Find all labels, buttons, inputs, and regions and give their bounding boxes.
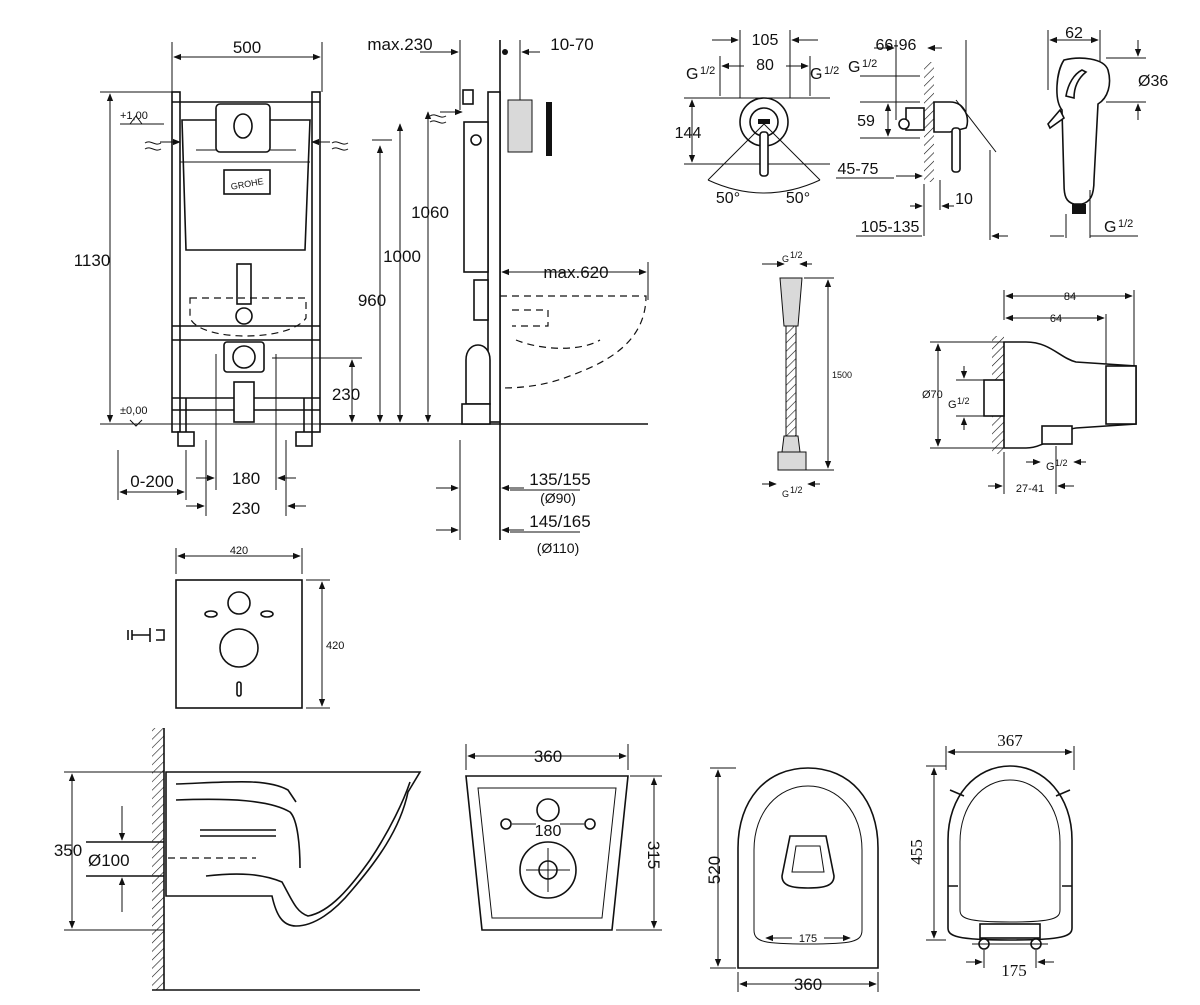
mixer-thread-left-fraction: 1/2 [700, 65, 715, 77]
mixer-height-label: 144 [675, 125, 702, 142]
installation-frame-front-view: 500 1130 +1,00 ±0,00 GROHE [74, 38, 349, 518]
hose-thread-top-fraction: 1/2 [790, 250, 803, 260]
bowl-side-diameter-label: Ø100 [88, 851, 130, 870]
plus-level-label: +1,00 [120, 110, 148, 122]
elbow-range-label: 27-41 [1016, 483, 1044, 495]
elbow-thread-bottom-label: G [1046, 461, 1055, 473]
seat-width-label: 367 [997, 731, 1023, 750]
dim-a-label: 135/155 [529, 470, 590, 489]
mixer-side-thread-fraction: 1/2 [862, 58, 877, 70]
bowl-back-height-label: 315 [644, 841, 663, 869]
height-230-label: 230 [332, 385, 360, 404]
seat-spacing-label: 175 [1001, 961, 1027, 980]
bowl-top-spacing-label: 175 [799, 933, 817, 945]
height-1060-label: 1060 [411, 203, 449, 222]
height-1000-label: 1000 [383, 247, 421, 266]
toilet-bowl-top-view: 175 520 360 [705, 767, 879, 994]
max-projection-label: max.620 [543, 263, 608, 282]
elbow-thread-bottom-fraction: 1/2 [1055, 458, 1068, 468]
mixer-side-depth-label: 10 [955, 191, 973, 208]
bowl-back-spacing-label: 180 [535, 823, 562, 840]
installation-frame-side-view: max.230 10-70 960 1000 1060 230 [100, 35, 649, 556]
mixer-width-80-label: 80 [756, 57, 774, 74]
elbow-width-84-label: 84 [1064, 291, 1076, 303]
dim-a-pipe-label: (Ø90) [540, 490, 576, 506]
elbow-width-64-label: 64 [1050, 313, 1062, 325]
hygienic-shower-head: 62 Ø36 G 1/2 [1047, 25, 1168, 238]
mixer-side-height-label: 59 [857, 113, 875, 130]
mixer-thread-right-label: G [810, 66, 822, 83]
outer-spacing-label: 230 [232, 499, 260, 518]
shower-diameter-label: Ø36 [1138, 73, 1168, 90]
bowl-top-width-label: 360 [794, 975, 822, 994]
offset-range-label: 0-200 [130, 472, 173, 491]
frame-width-label: 500 [233, 38, 261, 57]
hose-thread-bottom-label: G [782, 489, 789, 499]
zero-level-label: ±0,00 [120, 405, 147, 417]
bowl-back-width-label: 360 [534, 747, 562, 766]
pad-width-label: 420 [230, 545, 248, 557]
hose-thread-top-label: G [782, 254, 789, 264]
shower-hose: G 1/2 1500 G 1/2 [762, 250, 852, 499]
mixer-thread-right-fraction: 1/2 [824, 65, 839, 77]
shower-thread-fraction: 1/2 [1118, 218, 1133, 230]
elbow-diameter-label: Ø70 [922, 389, 943, 401]
hose-length-label: 1500 [832, 370, 852, 380]
mixer-side-range2-label: 45-75 [838, 161, 879, 178]
mixer-side-thread-label: G [848, 59, 860, 76]
toilet-seat-top-view: 367 175 455 [907, 731, 1075, 980]
drain-spacing-label: 180 [232, 469, 260, 488]
dim-b-label: 145/165 [529, 512, 590, 531]
frame-height-label: 1130 [74, 251, 111, 270]
mixer-angle-right-label: 50° [786, 190, 810, 207]
mixer-angle-left-label: 50° [716, 190, 740, 207]
shower-thread-label: G [1104, 219, 1116, 236]
elbow-thread-left-fraction: 1/2 [957, 396, 970, 406]
mixer-front-view: 105 80 G 1/2 G 1/2 144 50° 50° [675, 30, 839, 207]
mixer-side-range3-label: 105-135 [861, 219, 920, 236]
bowl-side-height-label: 350 [54, 841, 82, 860]
mixer-side-view: 66-96 G 1/2 59 45-75 10 105-135 [836, 37, 1008, 240]
wall-elbow-outlet: 84 64 Ø70 G 1/2 G 1/2 27-41 [922, 290, 1137, 495]
shower-width-label: 62 [1065, 25, 1083, 42]
height-960-label: 960 [358, 291, 386, 310]
max-depth-label: max.230 [367, 35, 432, 54]
toilet-bowl-side-view: 350 Ø100 [54, 728, 422, 991]
mixer-width-105-label: 105 [752, 32, 779, 49]
seat-length-label: 455 [907, 839, 926, 865]
sound-insulation-pad: 420 420 [127, 545, 344, 709]
mixer-thread-left-label: G [686, 66, 698, 83]
hose-thread-bottom-fraction: 1/2 [790, 485, 803, 495]
mixer-side-range-label: 66-96 [876, 37, 917, 54]
pad-height-label: 420 [326, 640, 344, 652]
elbow-thread-left-label: G [948, 399, 957, 411]
dim-b-pipe-label: (Ø110) [537, 540, 580, 556]
wall-range-label: 10-70 [550, 35, 593, 54]
bowl-top-length-label: 520 [705, 856, 724, 884]
toilet-bowl-back-view: 360 180 315 [465, 744, 663, 931]
